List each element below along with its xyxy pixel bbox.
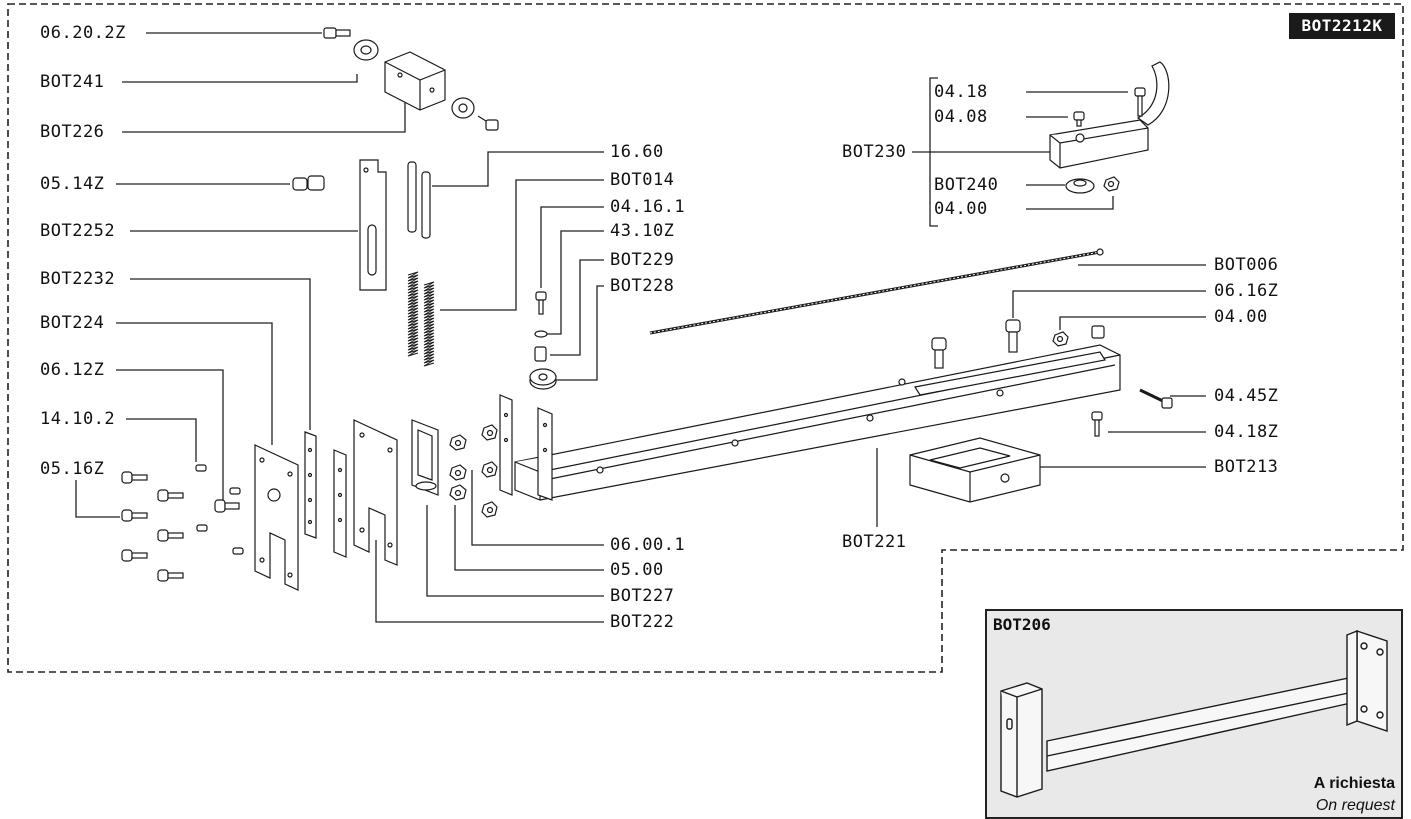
screws-06-12z	[214, 499, 240, 513]
part-label: 43.10Z	[610, 221, 675, 241]
screws-05-16z	[121, 471, 184, 582]
spacer-bot229	[534, 346, 547, 362]
leader-04-00-top	[1026, 196, 1114, 210]
rod-bot006	[649, 248, 1104, 335]
leader-bot228	[555, 285, 604, 381]
springs-bot014	[407, 271, 435, 367]
part-label: BOT224	[40, 313, 105, 333]
leader-04-00-right	[1059, 316, 1206, 330]
part-label: 04.08	[934, 107, 988, 127]
plate-bot2232	[304, 431, 317, 539]
screw-06-20-2z	[323, 27, 351, 39]
part-label: BOT227	[610, 586, 675, 606]
nut-04-00	[1052, 325, 1105, 347]
leader-bot226	[122, 97, 406, 133]
screw-06-16z	[1005, 319, 1021, 353]
leader-bot229	[550, 259, 604, 356]
part-label: 04.45Z	[1214, 386, 1279, 406]
nut-04-00-top	[1103, 176, 1120, 192]
dashed-boundary	[7, 3, 1404, 673]
leader-05-16z	[75, 480, 120, 518]
plate-bot222-thin	[333, 449, 347, 558]
part-label: BOT241	[40, 72, 105, 92]
roller-bot228	[529, 368, 557, 390]
bracket-bot227	[411, 419, 439, 496]
leader-06-00-1	[471, 470, 604, 546]
part-label: 04.18Z	[1214, 422, 1279, 442]
part-label: BOT006	[1214, 255, 1279, 275]
inset-note-italian: A richiesta	[1313, 775, 1395, 792]
screws-05-14z	[292, 175, 325, 191]
rail-bot221	[499, 344, 1121, 501]
part-label: BOT229	[610, 250, 675, 270]
washer-bot241	[353, 39, 379, 61]
plate-bot222	[353, 419, 398, 566]
leader-06-12z	[116, 369, 224, 500]
leader-bot014	[440, 179, 604, 311]
plate-bot224	[254, 444, 299, 591]
part-label: BOT226	[40, 122, 105, 142]
leader-bot227	[426, 505, 604, 597]
screw-04-18z	[1091, 411, 1103, 437]
screw-bot226	[477, 115, 499, 131]
screw-04-16-1	[535, 291, 547, 315]
leader-05-00	[454, 505, 604, 571]
crossbar-bot206-drawing	[1000, 629, 1388, 798]
block-bot226	[384, 51, 446, 111]
nuts-06-00-1-05-00	[449, 424, 498, 518]
washer-43-10z	[534, 330, 548, 338]
plate-bot2252	[359, 159, 387, 291]
part-label: 05.16Z	[40, 459, 105, 479]
screw-04-45z	[1139, 388, 1173, 409]
leader-bot222	[375, 540, 604, 623]
part-label: 06.16Z	[1214, 281, 1279, 301]
part-label: BOT213	[1214, 457, 1279, 477]
part-label: BOT228	[610, 276, 675, 296]
pins-14-10-2	[195, 464, 244, 555]
screw-06-16z-b	[931, 337, 947, 369]
part-label: 04.00	[934, 199, 988, 219]
leader-04-16-1	[540, 206, 604, 288]
part-label: 04.18	[934, 82, 988, 102]
handle-bot230	[1049, 61, 1170, 169]
part-label: BOT2232	[40, 269, 116, 289]
part-label: 06.20.2Z	[40, 23, 126, 43]
support-bot213	[909, 437, 1041, 503]
part-label: BOT222	[610, 612, 675, 632]
part-label: BOT240	[934, 175, 999, 195]
inset-note-english: On request	[1315, 797, 1395, 814]
drawing-code-badge: BOT2212K	[1289, 13, 1395, 39]
part-label: 16.60	[610, 142, 664, 162]
part-label: BOT2252	[40, 221, 116, 241]
leader-14-10-2	[126, 418, 197, 462]
optional-part-inset: BOT206 A richiesta On request	[985, 609, 1403, 819]
leader-06-16z	[1012, 290, 1206, 318]
leader-bot2232	[130, 278, 311, 430]
leader-bot224	[116, 322, 273, 445]
part-label: 05.00	[610, 560, 664, 580]
part-label: 06.12Z	[40, 360, 105, 380]
part-label: 04.16.1	[610, 197, 686, 217]
part-label: BOT014	[610, 170, 675, 190]
part-label: BOT221	[842, 532, 907, 552]
pins-16-60	[407, 161, 431, 239]
part-label: 14.10.2	[40, 409, 116, 429]
inset-title: BOT206	[993, 615, 1051, 634]
leader-bot241	[122, 74, 358, 83]
part-label: 04.00	[1214, 307, 1268, 327]
leader-16-60	[432, 151, 604, 187]
washer-bot226	[451, 97, 475, 119]
part-label: 06.00.1	[610, 535, 686, 555]
part-label: 05.14Z	[40, 174, 105, 194]
leader-43-10z	[546, 230, 604, 335]
roller-bot240	[1065, 178, 1095, 194]
part-label: BOT230	[842, 142, 907, 162]
